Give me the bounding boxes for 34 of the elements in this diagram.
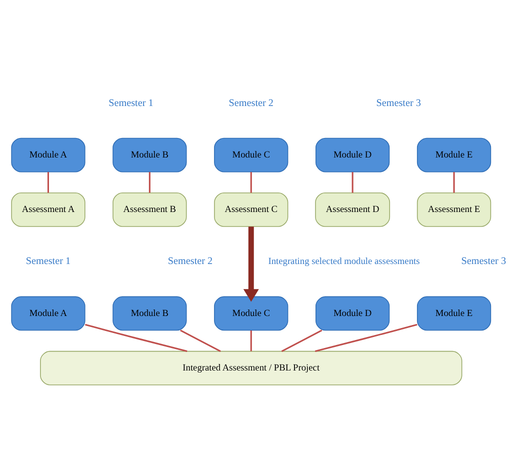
node-box: Module B	[112, 137, 187, 172]
node-box: Integrated Assessment / PBL Project	[40, 350, 462, 385]
label: Semester 3	[376, 97, 421, 108]
node-box: Module E	[416, 137, 492, 172]
connector	[148, 172, 150, 192]
label: Semester 1	[108, 97, 154, 108]
connector	[180, 329, 221, 352]
node-box: Module B	[112, 296, 187, 330]
node-box: Module A	[11, 296, 86, 330]
node-box: Module D	[316, 137, 390, 172]
node-box: Assessment A	[11, 192, 86, 226]
node-box: Module C	[214, 296, 288, 330]
node-box: Assessment C	[214, 192, 288, 226]
node-box: Module A	[11, 137, 86, 172]
arrow	[243, 226, 259, 302]
connector	[84, 323, 188, 352]
node-box: Module D	[316, 296, 390, 330]
node-box: Assessment D	[315, 192, 390, 226]
connector	[352, 172, 354, 192]
label: Semester 3	[461, 256, 506, 267]
label: Semester 2	[228, 97, 274, 108]
connector	[47, 172, 49, 192]
connector	[250, 330, 252, 351]
node-box: Module C	[214, 137, 288, 172]
label: Semester 1	[26, 256, 71, 267]
node-box: Assessment E	[416, 192, 492, 226]
connector	[250, 172, 252, 192]
connector	[453, 172, 455, 192]
node-box: Assessment B	[112, 192, 187, 226]
label: Semester 2	[168, 256, 213, 267]
connector	[281, 329, 322, 352]
connector	[314, 323, 418, 352]
edge-label: Integrating selected module assessments	[268, 256, 420, 266]
node-box: Module E	[416, 296, 492, 330]
